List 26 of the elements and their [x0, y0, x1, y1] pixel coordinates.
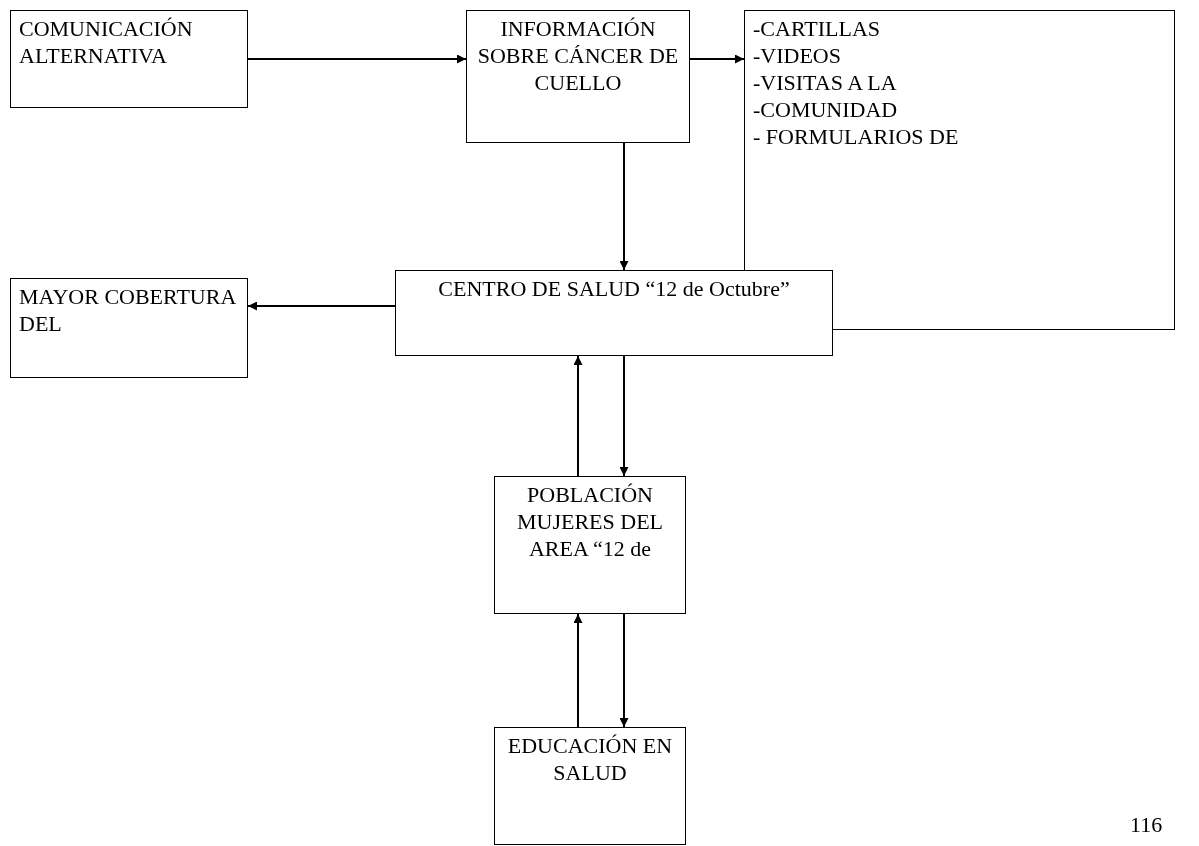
process-box: [466, 10, 690, 143]
arrow: [619, 355, 629, 477]
arrow: [247, 301, 396, 311]
box-text: MAYOR COBERTURA DEL: [19, 283, 237, 337]
box-text: COMUNICACIÓN ALTERNATIVA: [19, 15, 194, 69]
process-box: [494, 727, 686, 845]
arrow: [247, 54, 467, 64]
arrow: [689, 54, 745, 64]
arrow: [573, 613, 583, 728]
process-box: [10, 10, 248, 108]
box-text: POBLACIÓN MUJERES DEL AREA “12 de: [515, 481, 665, 562]
box-text: -CARTILLAS: [753, 15, 881, 42]
box-text: EDUCACIÓN EN SALUD: [506, 732, 674, 786]
arrow: [619, 613, 629, 728]
box-text: -VISITAS A LA: [753, 69, 898, 96]
box-text: CENTRO DE SALUD “12 de Octubre”: [437, 275, 791, 302]
box-text: - FORMULARIOS DE: [753, 123, 960, 150]
process-box: [395, 270, 833, 356]
arrow: [573, 355, 583, 477]
arrow: [619, 142, 629, 271]
process-box: [494, 476, 686, 614]
box-text: INFORMACIÓN SOBRE CÁNCER DE CUELLO: [476, 15, 680, 96]
box-text: -VIDEOS: [753, 42, 842, 69]
page-number: 116: [1130, 811, 1163, 839]
box-text: -COMUNIDAD: [753, 96, 899, 123]
process-box: [10, 278, 248, 378]
